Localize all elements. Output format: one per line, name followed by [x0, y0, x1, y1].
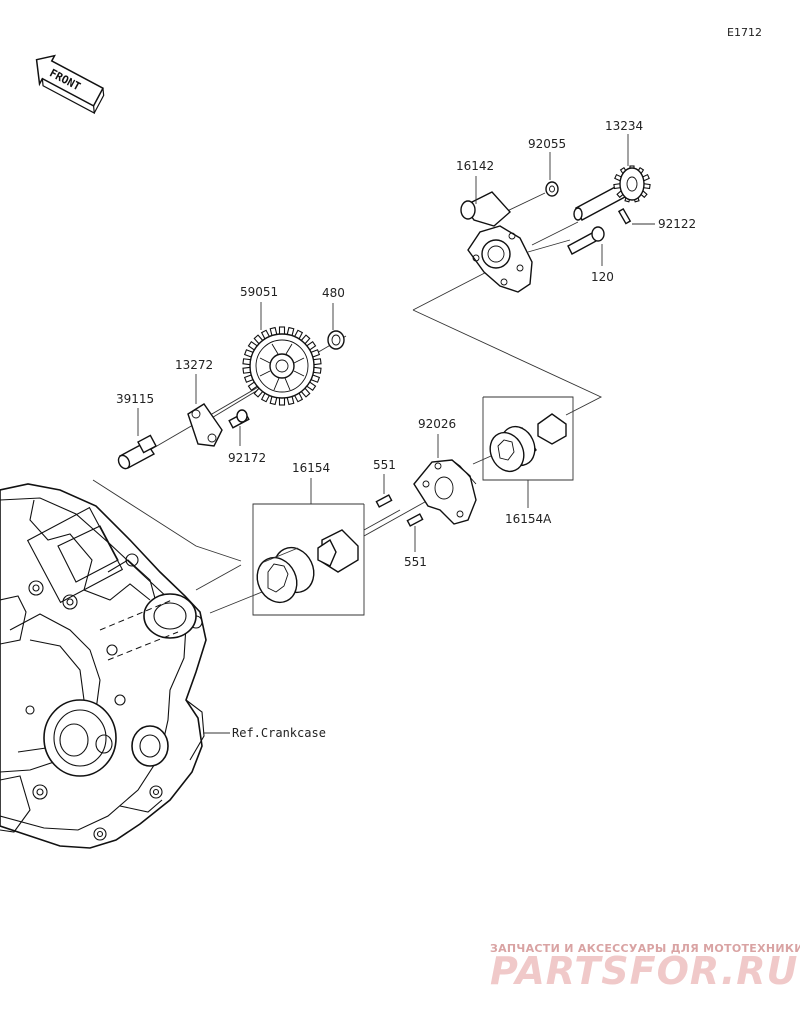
pump-body-part [467, 225, 533, 293]
part-label-39115: 39115 [116, 392, 154, 406]
part-label-16154A: 16154A [505, 512, 552, 526]
nozzle-part [117, 434, 157, 470]
pump-shaft-housing-part [460, 191, 511, 227]
diagram-code: E1712 [727, 26, 762, 39]
part-label-16142: 16142 [456, 159, 494, 173]
kit-16154-box [252, 503, 365, 616]
part-label-59051: 59051 [240, 285, 278, 299]
bolt-120-part [567, 226, 605, 255]
part-label-13234: 13234 [605, 119, 643, 133]
part-label-92026: 92026 [418, 417, 456, 431]
outer-rotor-16154A-part [489, 425, 537, 473]
ref-crankcase-label: Ref.Crankcase [232, 726, 326, 740]
pin-551-bottom [406, 513, 424, 527]
kit-16154A-box [482, 396, 574, 481]
plate-part [187, 403, 223, 447]
washer-part [545, 181, 559, 197]
inner-rotor-16154A-part [537, 413, 567, 445]
front-arrow-icon: FRONT [35, 54, 105, 115]
part-label-92172: 92172 [228, 451, 266, 465]
inner-rotor-part [317, 529, 359, 573]
pin-551-top [375, 494, 393, 508]
watermark-brand: PARTSFOR.RU [490, 949, 798, 993]
part-label-120: 120 [591, 270, 614, 284]
crankcase-drawing [0, 483, 207, 849]
part-label-92055: 92055 [528, 137, 566, 151]
pin-92122-part [617, 207, 632, 225]
pump-cover-part [413, 459, 477, 525]
part-label-551-bottom: 551 [404, 555, 427, 569]
part-label-13272: 13272 [175, 358, 213, 372]
part-label-92122: 92122 [658, 217, 696, 231]
part-label-480: 480 [322, 286, 345, 300]
shaft-gear-part [613, 165, 651, 203]
watermark-subtitle: ЗАПЧАСТИ И АКСЕССУАРЫ ДЛЯ МОТОТЕХНИКИ [490, 942, 800, 955]
part-label-16154: 16154 [292, 461, 330, 475]
pump-gear-part [242, 326, 322, 406]
screw-part [228, 409, 250, 429]
part-label-551-top: 551 [373, 458, 396, 472]
circlip-part [327, 330, 345, 350]
outer-rotor-part [256, 546, 315, 604]
